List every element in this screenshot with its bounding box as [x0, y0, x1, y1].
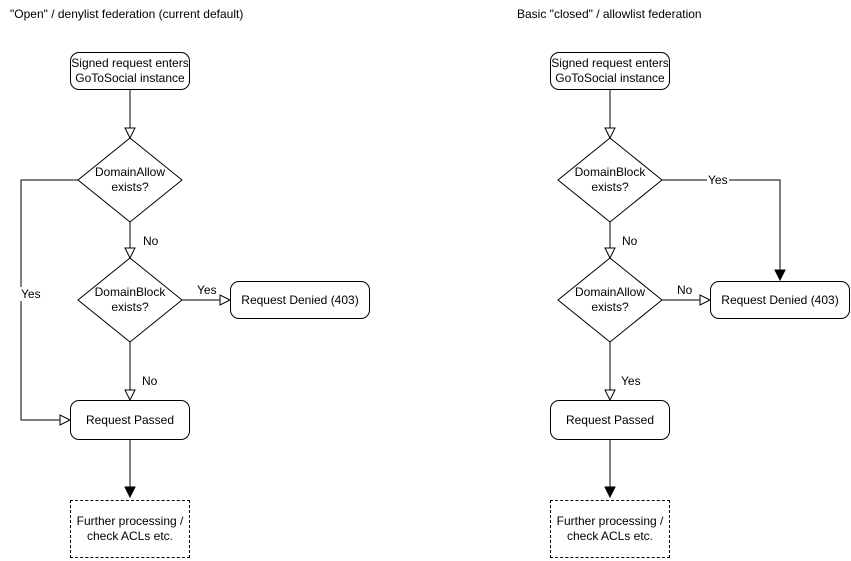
start-node: Signed request enters GoToSocial instanc…	[550, 52, 670, 90]
request-passed-node: Request Passed	[550, 400, 670, 440]
edge-label-yes: Yes	[620, 374, 642, 388]
request-denied-node: Request Denied (403)	[710, 281, 850, 319]
further-processing-node: Further processing / check ACLs etc.	[70, 500, 190, 558]
diagram-title-left: "Open" / denylist federation (current de…	[10, 7, 244, 21]
edge-label-no: No	[621, 234, 639, 248]
edge-label-yes: Yes	[196, 283, 218, 297]
arrowhead-filled	[774, 269, 786, 282]
arrowhead-open	[604, 389, 616, 402]
edge-decision1-yes-long	[662, 179, 781, 270]
edge-label-no: No	[142, 234, 160, 248]
decision-diamond-domainblock	[557, 137, 663, 223]
arrowhead-open	[219, 294, 232, 306]
diagram-title-right: Basic "closed" / allowlist federation	[517, 7, 702, 21]
arrowhead-open	[604, 127, 616, 140]
decision-diamond-domainallow	[557, 257, 663, 343]
edge-label-no: No	[141, 374, 159, 388]
edge-label-no: No	[676, 283, 694, 297]
arrowhead-filled	[124, 486, 136, 499]
arrowhead-open	[604, 247, 616, 260]
request-denied-node: Request Denied (403)	[230, 281, 370, 319]
arrowhead-open	[699, 294, 712, 306]
decision-diamond-domainallow	[77, 137, 183, 223]
arrowhead-open	[124, 389, 136, 402]
arrowhead-open	[124, 247, 136, 260]
right-chart-wires	[557, 90, 786, 499]
decision-diamond-domainblock	[77, 257, 183, 343]
arrowhead-open	[124, 127, 136, 140]
left-chart-wires	[20, 90, 232, 499]
edge-label-yes: Yes	[20, 287, 42, 301]
edge-label-yes: Yes	[707, 173, 729, 187]
arrowhead-open	[59, 414, 72, 426]
start-node: Signed request enters GoToSocial instanc…	[70, 52, 190, 90]
further-processing-node: Further processing / check ACLs etc.	[550, 500, 670, 558]
request-passed-node: Request Passed	[70, 400, 190, 440]
arrowhead-filled	[604, 486, 616, 499]
